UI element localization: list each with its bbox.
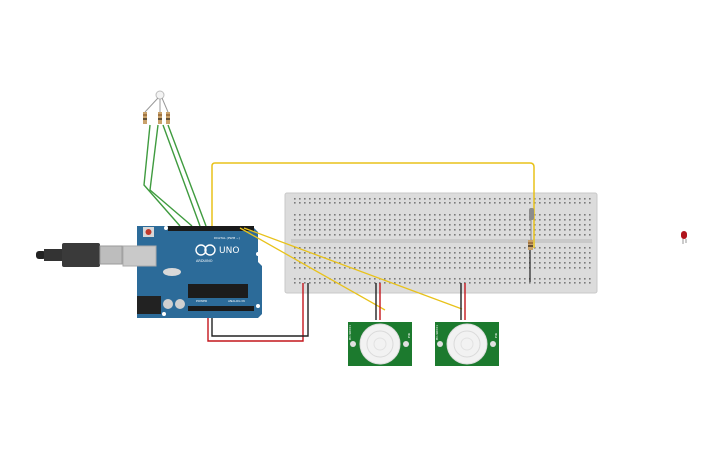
pir-2-right-label: PIR	[494, 333, 498, 338]
power-wires[interactable]	[207, 283, 466, 342]
arduino-uno-logo: UNO	[219, 246, 239, 256]
microcontroller-chip	[188, 284, 248, 298]
mount-hole	[164, 226, 168, 230]
breadboard[interactable]	[284, 192, 598, 294]
crystal	[163, 268, 181, 276]
mount-hole	[256, 304, 260, 308]
arduino-uno[interactable]: UNO ARDUINO DIGITAL (PWM ~) POWER ANALOG…	[122, 226, 262, 318]
resistors-led[interactable]	[143, 112, 170, 124]
resistor-breadboard[interactable]	[528, 240, 533, 250]
digital-label: DIGITAL (PWM ~)	[214, 236, 240, 240]
mount-hole	[256, 252, 260, 256]
analog-label: ANALOG IN	[228, 299, 245, 303]
yellow-wires-pir[interactable]	[239, 227, 463, 311]
usb-cable[interactable]	[36, 243, 123, 267]
arduino-logo-icon-2	[204, 244, 216, 256]
red-led[interactable]	[681, 231, 687, 244]
arduino-logo-icon	[195, 244, 207, 256]
reset-button-cap	[145, 229, 152, 235]
mount-hole	[162, 312, 166, 316]
pir-sensor-1[interactable]: HC-SR501 PIR	[348, 322, 412, 366]
green-wires[interactable]	[143, 124, 207, 227]
pir-1-right-label: PIR	[407, 333, 411, 338]
digital-header	[168, 226, 254, 231]
yellow-wire-top[interactable]	[211, 162, 535, 248]
capacitor-1	[163, 299, 173, 309]
breadboard-holes	[294, 198, 591, 284]
photoresistor[interactable]	[529, 208, 534, 240]
arduino-brand: ARDUINO	[196, 259, 213, 263]
pir-2-left-label: HC-SR501	[435, 325, 439, 340]
usb-port	[122, 245, 157, 267]
rgb-led[interactable]	[144, 90, 169, 113]
pir-sensor-2[interactable]: HC-SR501 PIR	[435, 322, 499, 366]
pir-1-left-label: HC-SR501	[348, 325, 352, 340]
analog-header	[188, 306, 254, 311]
power-jack	[137, 296, 161, 314]
power-label: POWER	[196, 299, 207, 303]
capacitor-2	[175, 299, 185, 309]
